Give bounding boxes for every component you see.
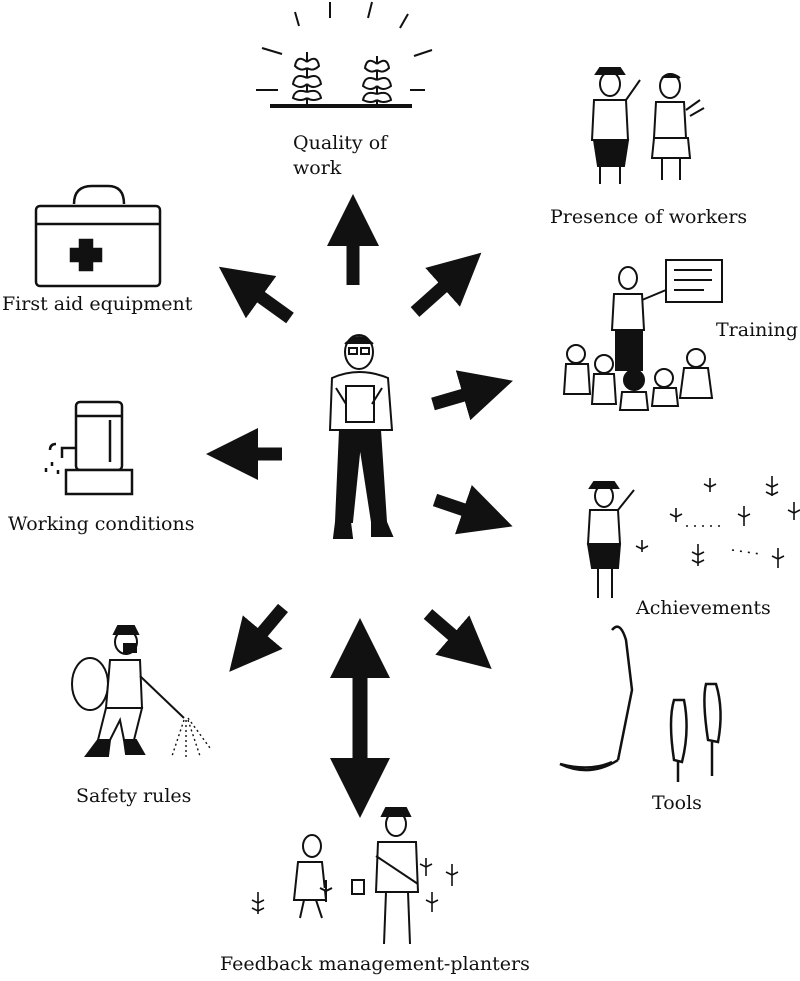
arrow-training xyxy=(431,370,513,421)
two-workers-icon xyxy=(590,67,705,184)
sprayer-worker-icon xyxy=(71,625,211,758)
label-tools: Tools xyxy=(652,792,702,814)
scythe-machete-icon xyxy=(559,625,722,782)
arrow-achievements xyxy=(432,485,513,535)
arrows xyxy=(206,194,513,818)
label-quality-line1: Quality of xyxy=(293,132,388,154)
label-working-conditions: Working conditions xyxy=(8,513,195,535)
label-presence: Presence of workers xyxy=(550,206,748,228)
planted-field-icon xyxy=(586,476,800,598)
arrow-safety xyxy=(229,603,288,672)
label-quality-line2: work xyxy=(293,157,342,179)
seedling-plants-icon xyxy=(256,1,433,108)
arrow-tools xyxy=(423,609,492,669)
label-safety: Safety rules xyxy=(76,785,192,807)
arrow-presence xyxy=(410,252,482,317)
first-aid-kit-icon xyxy=(34,184,162,288)
classroom-training-icon xyxy=(562,259,723,411)
label-achievements: Achievements xyxy=(636,597,771,619)
arrow-first-aid xyxy=(218,266,294,324)
label-training: Training xyxy=(716,319,798,341)
label-first-aid: First aid equipment xyxy=(2,293,193,315)
planters-icon xyxy=(251,807,459,945)
water-container-icon xyxy=(44,400,134,496)
supervisor-clipboard-icon xyxy=(328,334,394,539)
label-feedback: Feedback management-planters xyxy=(220,953,530,975)
